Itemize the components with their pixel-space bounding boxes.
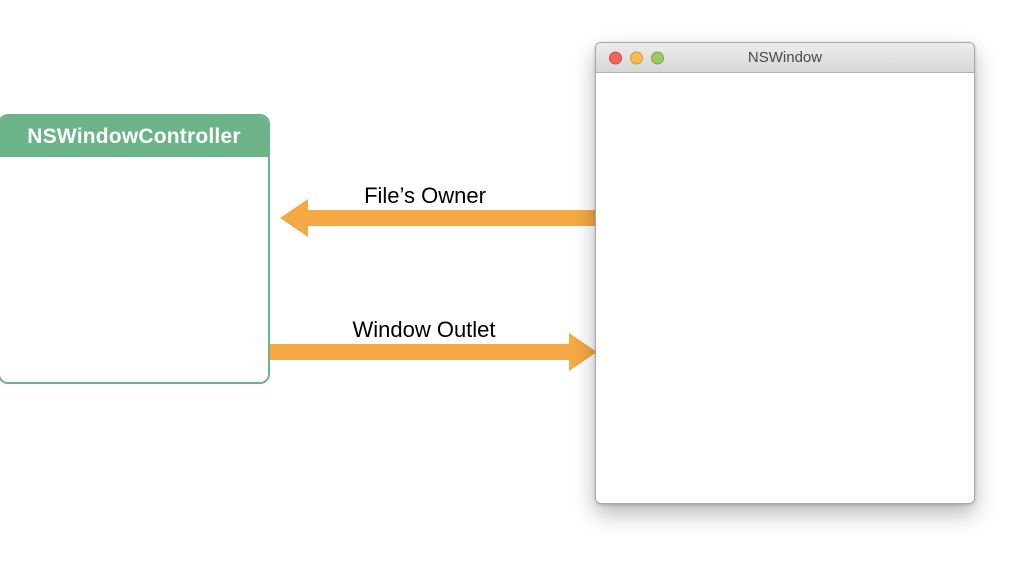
nswindowcontroller-body [0,157,268,382]
minimize-button[interactable] [630,51,643,64]
close-button[interactable] [609,51,622,64]
nswindowcontroller-box: NSWindowController [0,114,270,384]
window-outlet-arrow [270,333,597,371]
window-outlet-arrow-shaft [270,344,571,360]
files-owner-arrow [280,199,597,237]
nswindow-titlebar: NSWindow [596,43,974,73]
nswindow-title: NSWindow [747,49,823,66]
nswindowcontroller-title: NSWindowController [27,124,241,148]
files-owner-label: File’s Owner [364,183,486,208]
zoom-button[interactable] [651,51,664,64]
files-owner-arrow-shaft [306,210,597,226]
window-outlet-label: Window Outlet [352,317,496,342]
nswindow-mock: NSWindow [595,42,975,504]
window-outlet-arrowhead-icon [569,333,597,371]
traffic-lights [609,51,664,64]
nswindowcontroller-header: NSWindowController [0,116,268,157]
nswindow-body [596,73,974,503]
files-owner-arrowhead-icon [280,199,308,237]
